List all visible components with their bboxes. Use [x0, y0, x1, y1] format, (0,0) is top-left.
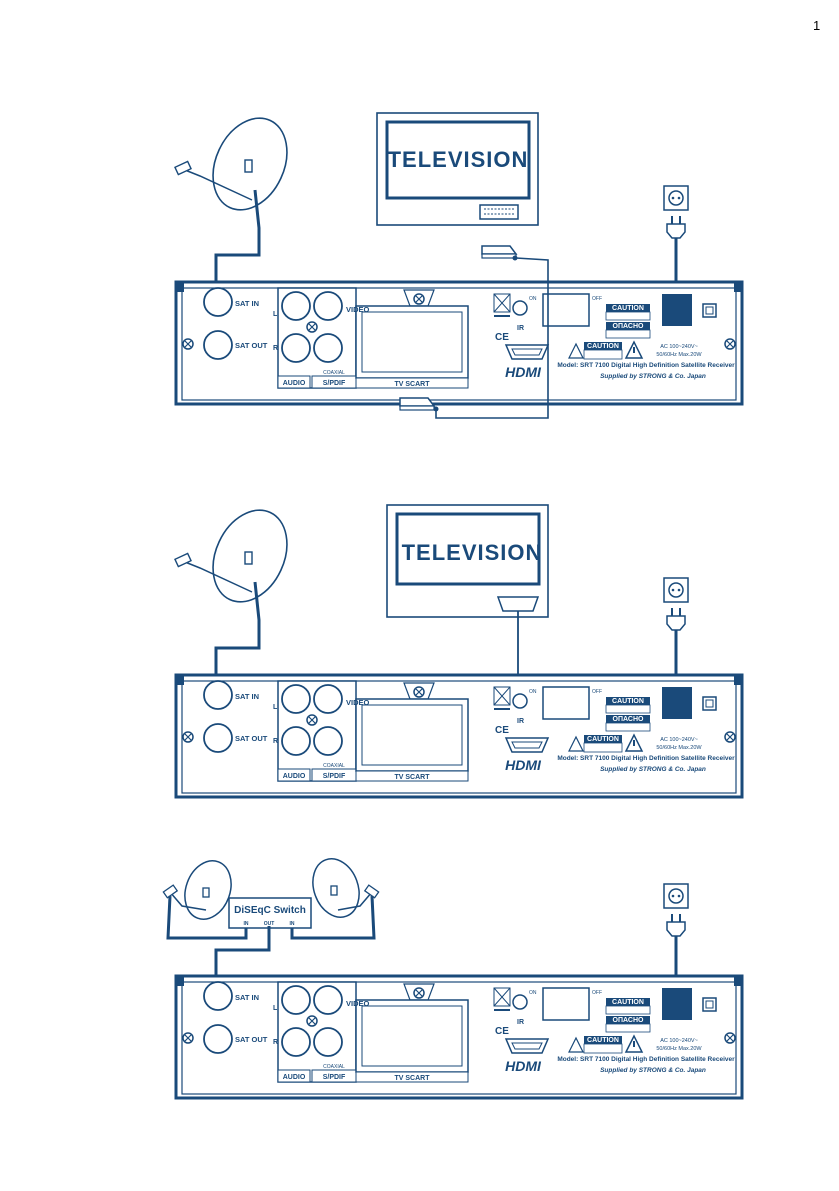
ir-label: IR [517, 718, 524, 725]
svg-text:IN: IN [244, 921, 249, 927]
on-label: ON [529, 990, 537, 996]
spdif-label: S/PDIF [323, 773, 346, 780]
satellite-dish-icon [198, 497, 302, 615]
sat-in-label: SAT IN [235, 299, 259, 308]
ce-mark: CE [495, 1026, 509, 1037]
ce-mark: CE [495, 332, 509, 343]
sat-out-label: SAT OUT [235, 1035, 268, 1044]
coaxial-label: COAXIAL [323, 763, 345, 769]
model-label: Model: SRT 7100 Digital High Definition … [557, 362, 735, 369]
video-label: VIDEO [346, 698, 370, 707]
right-channel-label: R [273, 738, 278, 745]
caution-label: CAUTION [612, 999, 644, 1006]
caution-label: CAUTION [612, 698, 644, 705]
opasno-label: ОПАСНО [613, 323, 644, 330]
opasno-label: ОПАСНО [613, 716, 644, 723]
sat-out-label: SAT OUT [235, 341, 268, 350]
sat-in-label: SAT IN [235, 993, 259, 1002]
receiver-labels: SAT IN SAT OUT VIDEO L R COAXIAL AUDIO S/PDIF TV… [235, 296, 735, 1082]
power-rating-label: 50/60Hz Max.20W [656, 1046, 702, 1052]
video-label: VIDEO [346, 999, 370, 1008]
off-label: OFF [592, 689, 602, 695]
power-rating-label: 50/60Hz Max.20W [656, 745, 702, 751]
coaxial-label: COAXIAL [323, 1064, 345, 1070]
caution-label-2: CAUTION [587, 1037, 619, 1044]
hdmi-logo: HDMI [505, 757, 542, 773]
on-label: ON [529, 296, 537, 302]
on-label: ON [529, 689, 537, 695]
svg-text:OUT: OUT [264, 921, 275, 927]
ac-rating-label: AC 100~240V~ [660, 737, 698, 743]
satellite-dish-icon [184, 860, 232, 920]
supplied-by-label: Supplied by STRONG & Co. Japan [600, 373, 706, 380]
spdif-label: S/PDIF [323, 1074, 346, 1081]
diseqc-switch [228, 897, 312, 929]
satellite-dish-icon [198, 105, 302, 223]
diagram-diseqc: DiSEqC Switch IN OUT IN [162, 858, 744, 1100]
right-channel-label: R [273, 345, 278, 352]
audio-label: AUDIO [283, 773, 306, 780]
left-channel-label: L [273, 704, 278, 711]
audio-label: AUDIO [283, 1074, 306, 1081]
off-label: OFF [592, 296, 602, 302]
power-plug-icon [662, 184, 690, 246]
sat-in-label: SAT IN [235, 692, 259, 701]
diagram-scart: TELEVISION [174, 105, 744, 419]
power-plug-icon [662, 882, 690, 944]
left-channel-label: L [273, 1005, 278, 1012]
video-label: VIDEO [346, 305, 370, 314]
caution-label-2: CAUTION [587, 343, 619, 350]
opasno-label: ОПАСНО [613, 1017, 644, 1024]
ir-label: IR [517, 1019, 524, 1026]
svg-text:IN: IN [290, 921, 295, 927]
diseqc-switch-label: DiSEqC Switch [234, 905, 306, 916]
hdmi-logo: HDMI [505, 1058, 542, 1074]
spdif-label: S/PDIF [323, 380, 346, 387]
hdmi-logo: HDMI [505, 364, 542, 380]
left-channel-label: L [273, 311, 278, 318]
satellite-dish-icon [312, 858, 360, 918]
caution-label: CAUTION [612, 305, 644, 312]
sat-out-label: SAT OUT [235, 734, 268, 743]
audio-label: AUDIO [283, 380, 306, 387]
off-label: OFF [592, 990, 602, 996]
page-number: 1 [813, 18, 821, 33]
diagram-hdmi: TELEVISION [174, 497, 744, 799]
power-plug-icon [662, 576, 690, 638]
tv-scart-label: TV SCART [395, 381, 431, 388]
tv-scart-label: TV SCART [395, 1075, 431, 1082]
coaxial-label: COAXIAL [323, 370, 345, 376]
tv-label: TELEVISION [388, 147, 529, 172]
power-rating-label: 50/60Hz Max.20W [656, 352, 702, 358]
ac-rating-label: AC 100~240V~ [660, 344, 698, 350]
tv-scart-label: TV SCART [395, 774, 431, 781]
right-channel-label: R [273, 1039, 278, 1046]
supplied-by-label: Supplied by STRONG & Co. Japan [600, 766, 706, 773]
ac-rating-label: AC 100~240V~ [660, 1038, 698, 1044]
supplied-by-label: Supplied by STRONG & Co. Japan [600, 1067, 706, 1074]
tv-label: TELEVISION [402, 540, 543, 565]
model-label: Model: SRT 7100 Digital High Definition … [557, 1056, 735, 1063]
model-label: Model: SRT 7100 Digital High Definition … [557, 755, 735, 762]
caution-label-2: CAUTION [587, 736, 619, 743]
ce-mark: CE [495, 725, 509, 736]
ir-label: IR [517, 325, 524, 332]
